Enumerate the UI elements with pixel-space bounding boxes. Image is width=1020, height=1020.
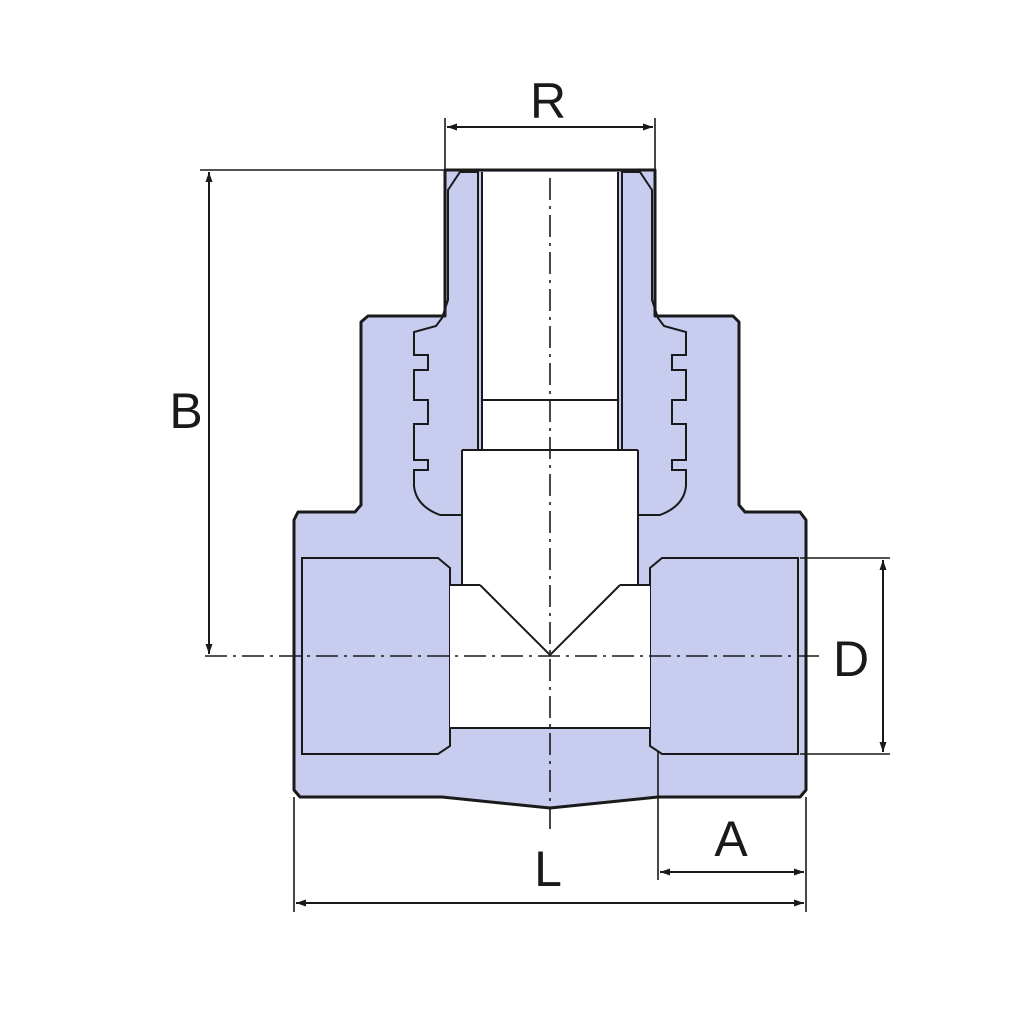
label-a: A (714, 811, 748, 867)
metal-insert-right (621, 171, 687, 516)
label-d: D (833, 631, 869, 687)
label-b: B (169, 383, 202, 439)
label-r: R (530, 73, 566, 129)
metal-insert-left (413, 171, 479, 516)
label-l: L (534, 841, 562, 897)
left-socket-bore (301, 557, 451, 755)
right-socket-bore (649, 557, 799, 755)
